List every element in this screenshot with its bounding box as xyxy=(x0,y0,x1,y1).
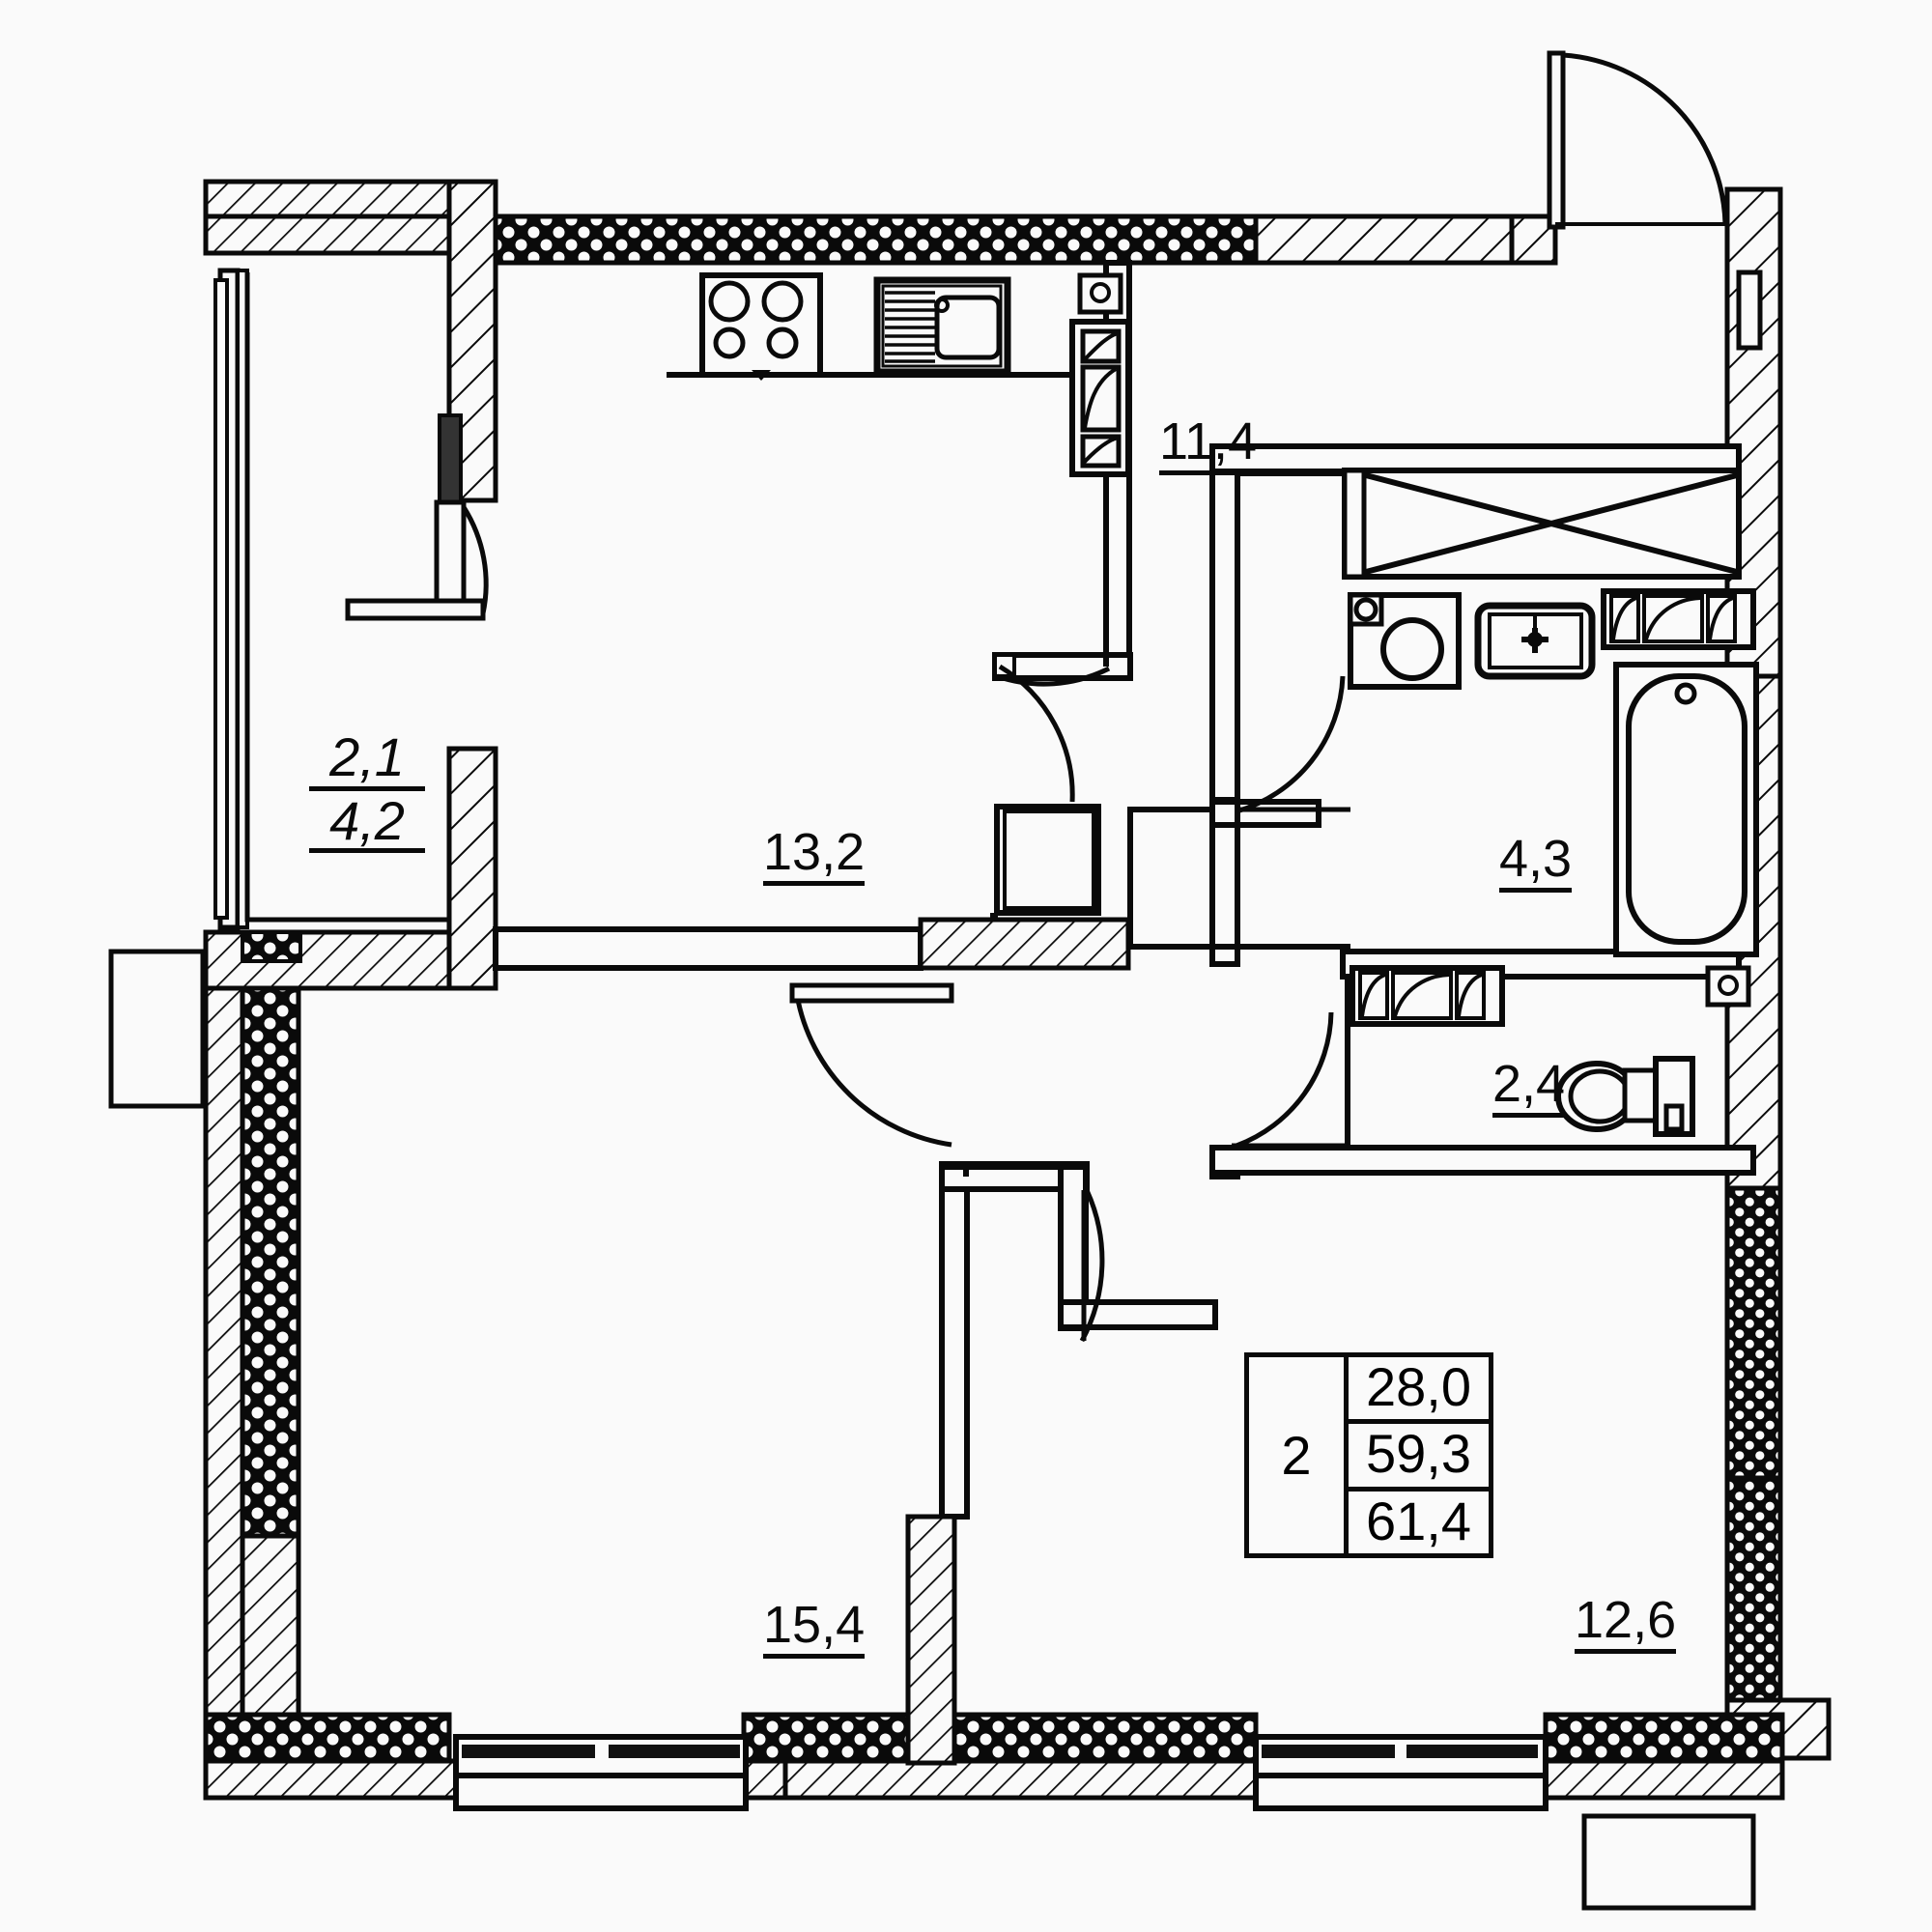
area-summary-table: 2 28,0 59,3 61,4 xyxy=(1244,1352,1493,1559)
washbasin-icon xyxy=(1474,602,1596,680)
bathroom-fixtures xyxy=(1342,468,1759,1137)
bedroom-left-door xyxy=(789,982,954,1148)
room-area-bedroom-left: 15,4 xyxy=(763,1599,866,1659)
window-bedroom-right xyxy=(1253,1734,1548,1811)
bathtub-icon xyxy=(1613,662,1759,957)
bedroom-right-door xyxy=(1079,1188,1105,1343)
entrance-door xyxy=(1547,50,1728,230)
ac-unit-bottom-right xyxy=(1581,1813,1756,1911)
balcony-outline xyxy=(244,272,449,923)
kitchen-sink-icon xyxy=(873,276,1011,376)
vent-box xyxy=(1077,272,1123,315)
summary-living-area: 28,0 xyxy=(1366,1356,1471,1417)
ac-unit-left xyxy=(108,949,206,1109)
stove-icon xyxy=(699,272,823,381)
kitchen-fixtures xyxy=(667,272,1131,667)
window-bedroom-left xyxy=(453,1734,749,1811)
doors xyxy=(345,50,1728,1343)
windows xyxy=(213,270,1763,1811)
toilet-bowl-icon xyxy=(1555,1056,1695,1137)
room-area-bedroom-right: 12,6 xyxy=(1575,1594,1677,1654)
window-slot-right xyxy=(1736,270,1763,351)
room-area-hall: 13,2 xyxy=(763,826,866,886)
exterior-boxes xyxy=(108,949,1756,1911)
summary-total-area: 61,4 xyxy=(1349,1486,1489,1553)
vent-box-2 xyxy=(1705,965,1751,1008)
room-area-toilet: 2,4 xyxy=(1492,1058,1566,1118)
room-area-bathroom: 4,3 xyxy=(1499,833,1573,893)
summary-rooms-count: 2 xyxy=(1249,1357,1349,1554)
balcony-reduced-area-value: 4,2 xyxy=(309,791,425,854)
ventilation-shaft-icon xyxy=(1342,468,1742,580)
washing-machine-icon xyxy=(1348,592,1462,690)
balcony-area-label: 2,1 4,2 xyxy=(309,729,425,854)
toilet-wall-cabinet-icon xyxy=(1350,965,1505,1027)
hall-niche xyxy=(990,804,1101,920)
balcony-area-value: 2,1 xyxy=(309,729,425,792)
summary-area-without-balcony: 59,3 xyxy=(1349,1419,1489,1486)
kitchen-door xyxy=(993,653,1111,803)
room-area-kitchen-living: 11,4 xyxy=(1159,415,1258,475)
bathroom-door xyxy=(1236,675,1350,814)
balcony-door xyxy=(345,413,489,621)
toilet-door xyxy=(1232,1011,1350,1149)
balcony-glazing xyxy=(213,278,229,920)
wall-cabinet-icon xyxy=(1601,588,1756,650)
radiator-icon xyxy=(1069,319,1131,477)
